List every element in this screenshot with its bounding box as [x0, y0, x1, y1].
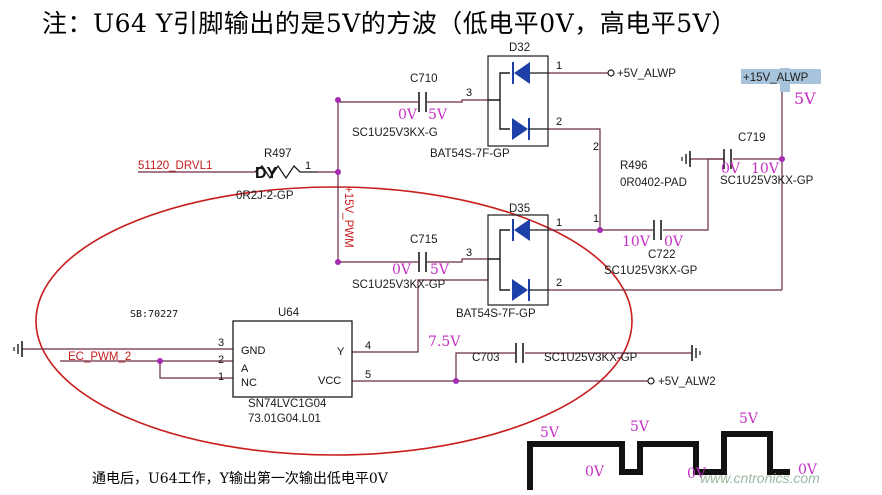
u64-pin-a-name: A — [241, 363, 249, 375]
c722-left-voltage: 10V — [622, 234, 651, 250]
diode-d35: 3 1 2 D35 BAT54S-7F-GP — [456, 203, 562, 320]
u64-pin1-num: 1 — [218, 371, 224, 383]
r496-pin1: 1 — [593, 213, 599, 225]
d35-pin2: 2 — [556, 277, 562, 289]
ground-icon — [691, 345, 701, 361]
capacitor-c719: C719 SC1U25V3KX-GP 0V 10V — [720, 132, 814, 187]
c719-left-voltage: 0V — [721, 161, 741, 177]
capacitor-c722: C722 SC1U25V3KX-GP 10V 0V — [604, 220, 698, 277]
r497-pin1: 1 — [305, 160, 311, 172]
u64-pin4-num: 4 — [365, 340, 371, 352]
wire-net — [22, 72, 783, 382]
d32-pin3: 3 — [466, 87, 472, 99]
u64-part: SN74LVC1G04 — [248, 398, 327, 410]
diode-icon — [512, 62, 548, 84]
r497-part: 0R2J-2-GP — [236, 190, 294, 202]
u64-pin-gnd-name: GND — [241, 345, 266, 357]
c703-ref: C703 — [472, 352, 500, 364]
c715-left-voltage: 0V — [392, 262, 412, 278]
alwp15-voltage: 5V — [794, 89, 816, 108]
capacitor-icon — [515, 343, 524, 363]
capacitor-c710: C710 SC1U25V3KX-G 0V 5V — [352, 73, 448, 139]
ground-icon — [681, 151, 691, 167]
r496-part: 0R0402-PAD — [620, 177, 687, 189]
page-title: 注：U64 Y引脚输出的是5V的方波（低电平0V，高电平5V） — [42, 9, 737, 38]
r496-ref: R496 — [620, 160, 648, 172]
c719-part: SC1U25V3KX-GP — [720, 175, 814, 187]
u64-pin-nc-name: NC — [241, 377, 257, 389]
capacitor-icon — [418, 252, 427, 272]
net-labels: +5V_ALWP +5V_ALW2 +15V_ALWP 5V +15V_PWM … — [68, 68, 821, 388]
c710-right-voltage: 5V — [428, 107, 448, 123]
net-15v-pwm: +15V_PWM — [342, 186, 354, 248]
u64-ref: U64 — [278, 307, 300, 319]
d35-ref: D35 — [509, 203, 530, 215]
u64-sb: SB:70227 — [130, 309, 178, 320]
c715-ref: C715 — [410, 234, 438, 246]
highlight-ellipse — [35, 186, 633, 456]
logic-inverter-u64: U64 GND A NC Y VCC 3 2 1 4 5 SN74LVC1G04… — [130, 307, 371, 425]
d35-pin1: 1 — [556, 217, 562, 229]
r496-pin2: 2 — [593, 141, 599, 153]
c715-right-voltage: 5V — [430, 262, 450, 278]
c719-right-voltage: 10V — [751, 161, 780, 177]
wave-level-low-2: 0V — [687, 466, 707, 482]
footnote: 通电后，U64工作，Y输出第一次输出低电平0V — [92, 471, 388, 487]
capacitor-c703: C703 SC1U25V3KX-GP — [472, 343, 638, 364]
d35-part: BAT54S-7F-GP — [456, 308, 536, 320]
wave-level-high-1: 5V — [540, 425, 560, 441]
d32-part: BAT54S-7F-GP — [430, 148, 510, 160]
wave-level-high-2: 5V — [630, 419, 650, 435]
resistor-r497: R497 DY 1 0R2J-2-GP — [236, 148, 318, 202]
net-15v-alwp: +15V_ALWP — [743, 72, 809, 84]
capacitor-icon — [653, 220, 662, 240]
watermark: www.cntronics.com — [700, 470, 820, 486]
resistor-icon — [254, 164, 318, 180]
net-5v-alw2: +5V_ALW2 — [658, 376, 716, 388]
d32-ref: D32 — [509, 42, 530, 54]
diode-icon — [512, 279, 548, 301]
c710-ref: C710 — [410, 73, 438, 85]
junction-dots — [157, 97, 785, 384]
u64-pin3-num: 3 — [218, 337, 224, 349]
resistor-r496: R496 0R0402-PAD 2 1 — [593, 141, 687, 225]
node-voltage: 7.5V — [428, 334, 461, 350]
net-51120-drvl1: 51120_DRVL1 — [138, 160, 212, 172]
c703-part: SC1U25V3KX-GP — [544, 352, 638, 364]
u64-pin-y-name: Y — [337, 346, 345, 358]
d32-pin1: 1 — [556, 60, 562, 72]
capacitor-icon — [418, 92, 427, 112]
r497-ref: R497 — [264, 148, 292, 160]
d32-pin2: 2 — [556, 116, 562, 128]
diode-icon — [512, 219, 548, 241]
c722-ref: C722 — [648, 249, 676, 261]
c715-part: SC1U25V3KX-GP — [352, 279, 446, 291]
net-ec-pwm-2: EC_PWM_2 — [68, 351, 131, 363]
u64-pin-vcc-name: VCC — [318, 375, 341, 387]
c710-left-voltage: 0V — [398, 107, 418, 123]
ground-icon — [13, 341, 23, 357]
c719-ref: C719 — [738, 132, 766, 144]
diode-d32: 3 1 2 D32 BAT54S-7F-GP — [430, 42, 562, 160]
wave-level-low-1: 0V — [585, 464, 605, 480]
c722-part: SC1U25V3KX-GP — [604, 265, 698, 277]
c710-part: SC1U25V3KX-G — [352, 127, 438, 139]
capacitor-icon — [723, 149, 732, 169]
square-waveform: 5V 0V 5V 0V 5V 0V — [527, 411, 818, 490]
diode-icon — [512, 118, 548, 140]
d35-pin3: 3 — [466, 247, 472, 259]
net-5v-alwp: +5V_ALWP — [617, 68, 676, 80]
capacitor-c715: C715 SC1U25V3KX-GP 0V 5V — [352, 234, 450, 291]
u64-code: 73.01G04.L01 — [248, 413, 321, 425]
u64-pin2-num: 2 — [218, 354, 224, 366]
r497-dy: DY — [255, 165, 278, 182]
u64-pin5-num: 5 — [365, 369, 371, 381]
wave-level-high-3: 5V — [739, 411, 759, 427]
c722-right-voltage: 0V — [664, 234, 684, 250]
wave-level-low-3: 0V — [798, 462, 818, 478]
